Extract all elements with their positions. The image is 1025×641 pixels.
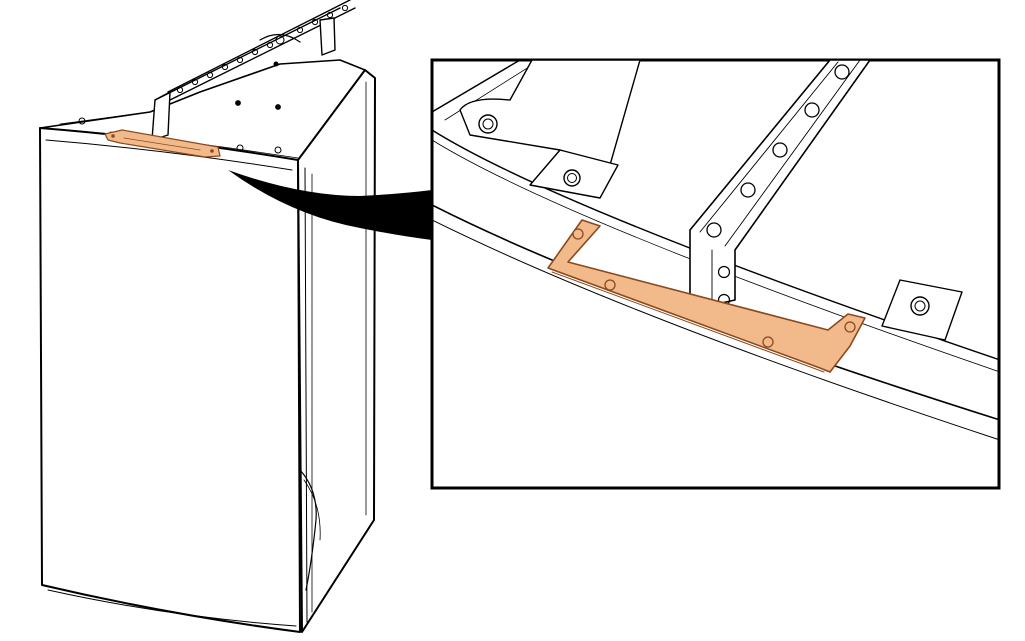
rigging-bracket-small	[104, 129, 221, 158]
rigging-bracket	[547, 219, 866, 373]
arm-hole	[717, 265, 731, 279]
arm-hole	[706, 222, 722, 238]
top-hole	[273, 61, 279, 67]
rigging-frame	[151, 0, 356, 141]
detail-callout-pointer	[228, 170, 432, 240]
arm-hole	[740, 182, 756, 198]
bolt-head	[478, 114, 498, 134]
bolt-head	[563, 169, 581, 187]
arm-hole	[772, 142, 788, 158]
top-screw	[78, 117, 86, 125]
cabinet-front-bevel	[45, 139, 293, 171]
top-screw	[274, 146, 282, 154]
arm-hole	[834, 64, 850, 80]
speaker-cabinet	[39, 0, 376, 633]
bracket-bolt	[762, 336, 774, 348]
cabinet-side-panel	[297, 69, 376, 633]
top-screw	[236, 144, 244, 152]
arm-hole	[804, 102, 820, 118]
bracket-bolt	[844, 321, 856, 333]
top-hole	[235, 100, 241, 106]
bracket-bolt	[572, 228, 584, 240]
side-handle-recess	[299, 469, 317, 591]
bracket-bolt	[604, 279, 616, 291]
rigging-frame-holes	[176, 4, 349, 94]
top-hole	[275, 104, 281, 110]
detail-inset	[430, 58, 1001, 490]
bolt-head	[910, 296, 930, 316]
cabinet-front-face	[39, 127, 301, 633]
